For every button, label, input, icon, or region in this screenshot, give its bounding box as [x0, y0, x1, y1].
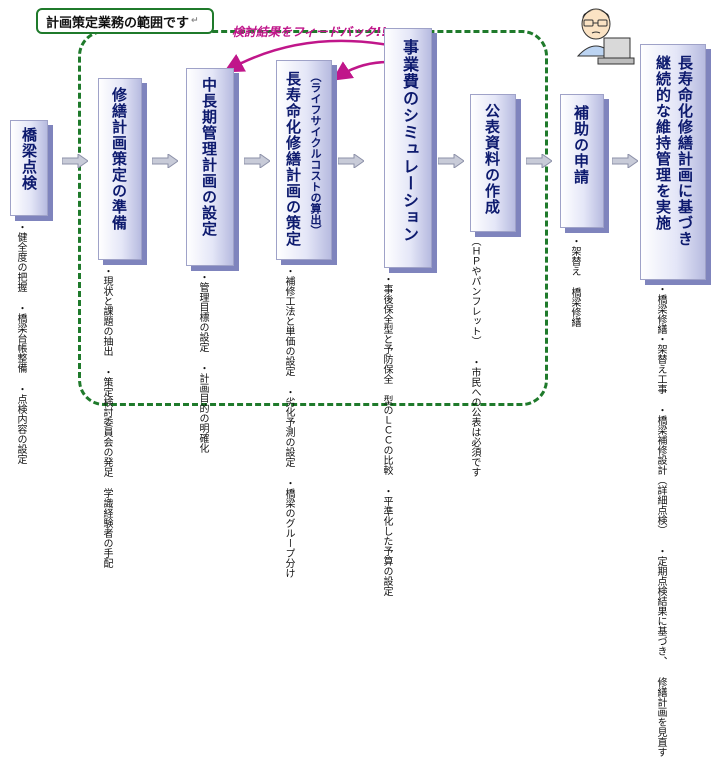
step-longevity-repair-plan: 長寿命化修繕計画の策定 （ライフサイクルコストの算出）	[276, 60, 332, 260]
step-title: 事業費のシミュレーション	[400, 39, 419, 243]
step-notes: ・架替え 橋梁修繕	[568, 236, 581, 346]
step-notes: ・橋梁修繕・架替え工事 ・橋梁補修設計（詳細点検） ・定期点検結果に基づき、 修…	[654, 284, 667, 757]
flow-arrow-7	[612, 154, 638, 168]
flow-arrow-1	[62, 154, 88, 168]
note: 橋梁修繕	[569, 287, 580, 327]
note: ・市民への公表は必須です	[469, 357, 480, 477]
step-title: 橋梁点検	[20, 127, 38, 191]
feedback-arrow-to-midterm	[223, 39, 389, 73]
step-title-line-1: 長寿命化修繕計画に基づき	[676, 55, 694, 247]
step-subtitle: （ライフサイクルコストの算出）	[309, 71, 322, 236]
note: ・計画目的の明確化	[197, 363, 208, 453]
note: ・現状と課題の抽出	[101, 266, 112, 356]
note: ・策定検討委員会の発足	[101, 367, 112, 477]
person-at-computer-icon	[576, 8, 635, 65]
flow-arrow-4	[338, 154, 364, 168]
step-public-document-creation: 公表資料の作成	[470, 94, 516, 232]
step-bridge-inspection: 橋梁点検	[10, 120, 48, 216]
step-subsidy-application: 補助の申請	[560, 94, 604, 228]
step-title: 修繕計画策定の準備	[110, 87, 128, 231]
feedback-arrow-to-repair-plan	[331, 60, 389, 81]
note: 学識経験者の手配	[101, 488, 112, 568]
step-notes: ・管理目標の設定 ・計画目的の明確化	[196, 272, 209, 453]
note: ・橋梁修繕・架替え工事	[655, 284, 666, 394]
flow-arrow-3	[244, 154, 270, 168]
scope-label: 計画策定業務の範囲です ↵	[36, 8, 214, 34]
feedback-label: 検討結果をフィードバック!!	[232, 25, 387, 39]
step-subtitle: （ＨＰやパンフレット）	[469, 236, 480, 346]
flow-arrow-5	[438, 154, 464, 168]
step-title: 中長期管理計画の設定	[200, 77, 218, 237]
note: ・橋梁のグループ分け	[283, 478, 294, 578]
step-title: 公表資料の作成	[483, 103, 501, 215]
step-notes: ・事後保全型と予防保全 型のＬＣＣの比較 ・平準化した予算の設定	[380, 274, 393, 596]
note: ・橋梁台帳整備	[15, 303, 26, 373]
step-continuous-maintenance: 長寿命化修繕計画に基づき 継続的な維持管理を実施	[640, 44, 706, 280]
note: ・点検内容の設定	[15, 384, 26, 464]
note: 型のＬＣＣの比較	[381, 395, 392, 475]
note: ・補修工法と単価の設定	[283, 266, 294, 376]
step-project-cost-simulation: 事業費のシミュレーション	[384, 28, 432, 268]
scope-label-text: 計画策定業務の範囲です	[46, 15, 190, 31]
note: ・架替え	[569, 236, 580, 276]
step-repair-plan-preparation: 修繕計画策定の準備	[98, 78, 142, 260]
note: ・定期点検結果に基づき、	[655, 546, 666, 666]
planning-scope-frame	[78, 30, 548, 406]
flow-arrow-6	[526, 154, 552, 168]
note: ・橋梁補修設計（詳細点検）	[655, 405, 666, 535]
return-mark-icon: ↵	[191, 16, 199, 26]
step-notes: ・補修工法と単価の設定 ・劣化予測の設定 ・橋梁のグループ分け	[282, 266, 295, 578]
feedback-arrows	[223, 39, 389, 81]
step-title: 補助の申請	[572, 105, 590, 185]
note: ・事後保全型と予防保全	[381, 274, 392, 384]
note: 修繕計画を見直す	[655, 677, 666, 757]
note: ・健全度の把握	[15, 222, 26, 292]
step-notes: ・現状と課題の抽出 ・策定検討委員会の発足 学識経験者の手配	[100, 266, 113, 568]
note: ・平準化した予算の設定	[381, 486, 392, 596]
step-title-line-2: 継続的な維持管理を実施	[654, 55, 672, 231]
note: ・管理目標の設定	[197, 272, 208, 352]
note: ・劣化予測の設定	[283, 387, 294, 467]
step-title: 長寿命化修繕計画の策定	[284, 71, 302, 247]
step-notes: （ＨＰやパンフレット） ・市民への公表は必須です	[468, 236, 481, 477]
step-notes: ・健全度の把握 ・橋梁台帳整備 ・点検内容の設定	[14, 222, 27, 464]
flow-arrow-2	[152, 154, 178, 168]
step-midterm-management-plan: 中長期管理計画の設定	[186, 68, 234, 266]
